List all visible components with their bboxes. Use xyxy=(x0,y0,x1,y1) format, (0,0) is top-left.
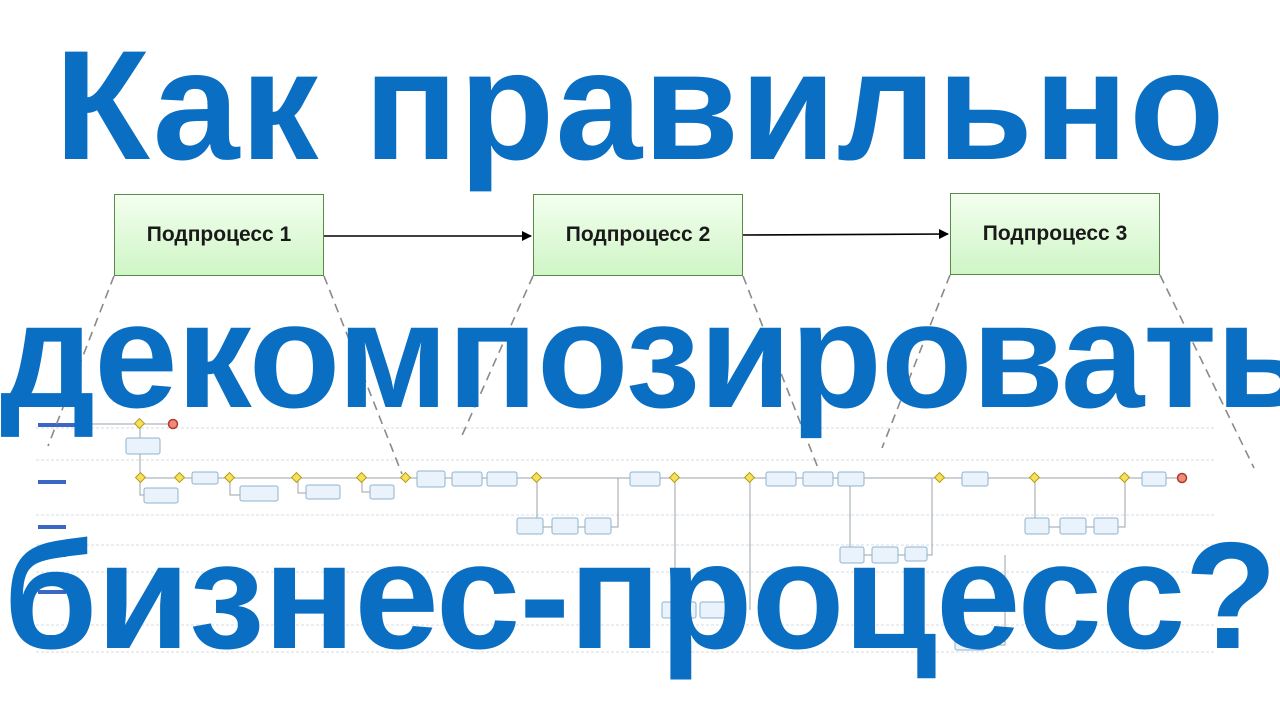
subprocess-2-box: Подпроцесс 2 xyxy=(533,194,743,276)
subprocess-1-box: Подпроцесс 1 xyxy=(114,194,324,276)
subprocess-1-label: Подпроцесс 1 xyxy=(146,223,292,246)
subprocess-2-label: Подпроцесс 2 xyxy=(565,223,711,246)
subprocess-3-box: Подпроцесс 3 xyxy=(950,193,1160,275)
title-line-2: декомпозировать xyxy=(0,271,1280,439)
title-line-3: бизнес-процесс? xyxy=(3,511,1278,681)
swimlane-lines xyxy=(36,427,1215,653)
title-line-1: Как правильно xyxy=(54,19,1226,193)
subprocess-3-label: Подпроцесс 3 xyxy=(982,222,1128,245)
process-gateways xyxy=(133,417,1131,484)
process-tasks xyxy=(125,437,1167,651)
